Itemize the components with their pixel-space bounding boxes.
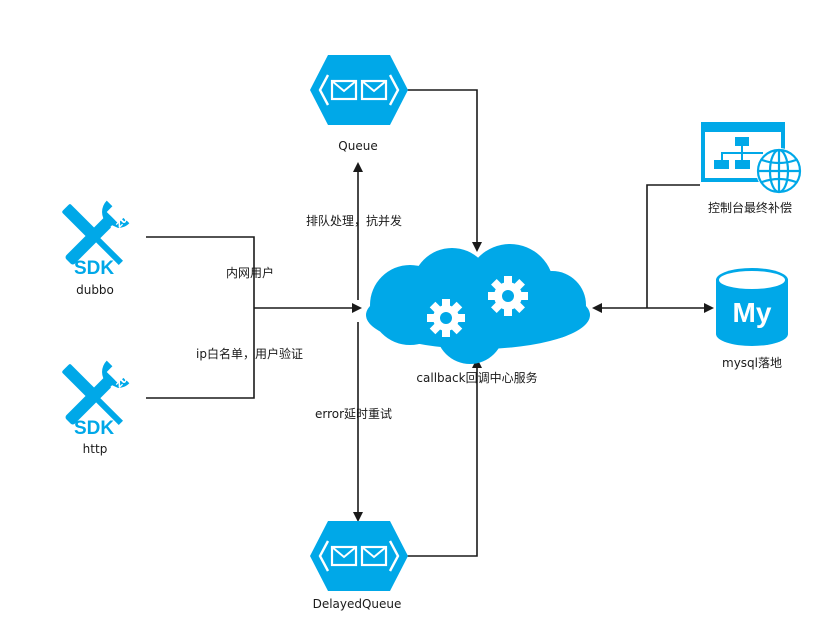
delayed-queue-node[interactable] [310, 521, 408, 591]
web-sitemap-globe-icon [701, 122, 802, 194]
edge-http-to-junction [146, 308, 255, 399]
edge-console-to-bus [646, 184, 700, 308]
sdk-http-node[interactable]: Azure SDK [57, 360, 139, 439]
callback-service-label: callback回调中心服务 [416, 371, 538, 385]
edge-queue-to-callback [407, 89, 482, 252]
callback-service-node[interactable] [366, 244, 590, 364]
edge-label-queue-process: 排队处理，抗并发 [306, 214, 403, 228]
queue-node[interactable] [310, 55, 408, 125]
edge-label-intranet-user: 内网用户 [226, 266, 275, 280]
edge-dubbo-to-junction [146, 236, 255, 308]
message-queue-icon [310, 521, 408, 591]
mysql-label: mysql落地 [722, 356, 782, 370]
sdk-http-label: http [82, 442, 108, 456]
sdk-dubbo-label: dubbo [76, 283, 114, 297]
mysql-db-text: My [733, 297, 772, 328]
edge-label-ip-whitelist: ip白名单，用户验证 [196, 347, 303, 361]
console-node[interactable] [701, 122, 802, 194]
queue-label: Queue [338, 139, 378, 153]
mysql-node[interactable]: My [716, 268, 788, 346]
mysql-database-icon: My [716, 268, 788, 346]
message-queue-icon [310, 55, 408, 125]
delayed-queue-label: DelayedQueue [312, 597, 402, 611]
sdk-text: SDK [74, 418, 114, 439]
console-label: 控制台最终补偿 [707, 201, 793, 215]
edge-label-error-retry: error延时重试 [315, 407, 393, 421]
sdk-text: SDK [74, 258, 114, 279]
azure-sdk-icon: Azure SDK [62, 200, 139, 279]
sdk-dubbo-node[interactable]: Azure SDK [57, 200, 139, 279]
cloud-gears-icon [366, 244, 590, 364]
azure-sdk-icon: Azure SDK [62, 360, 139, 439]
edge-delayed-queue-to-callback [407, 358, 482, 557]
